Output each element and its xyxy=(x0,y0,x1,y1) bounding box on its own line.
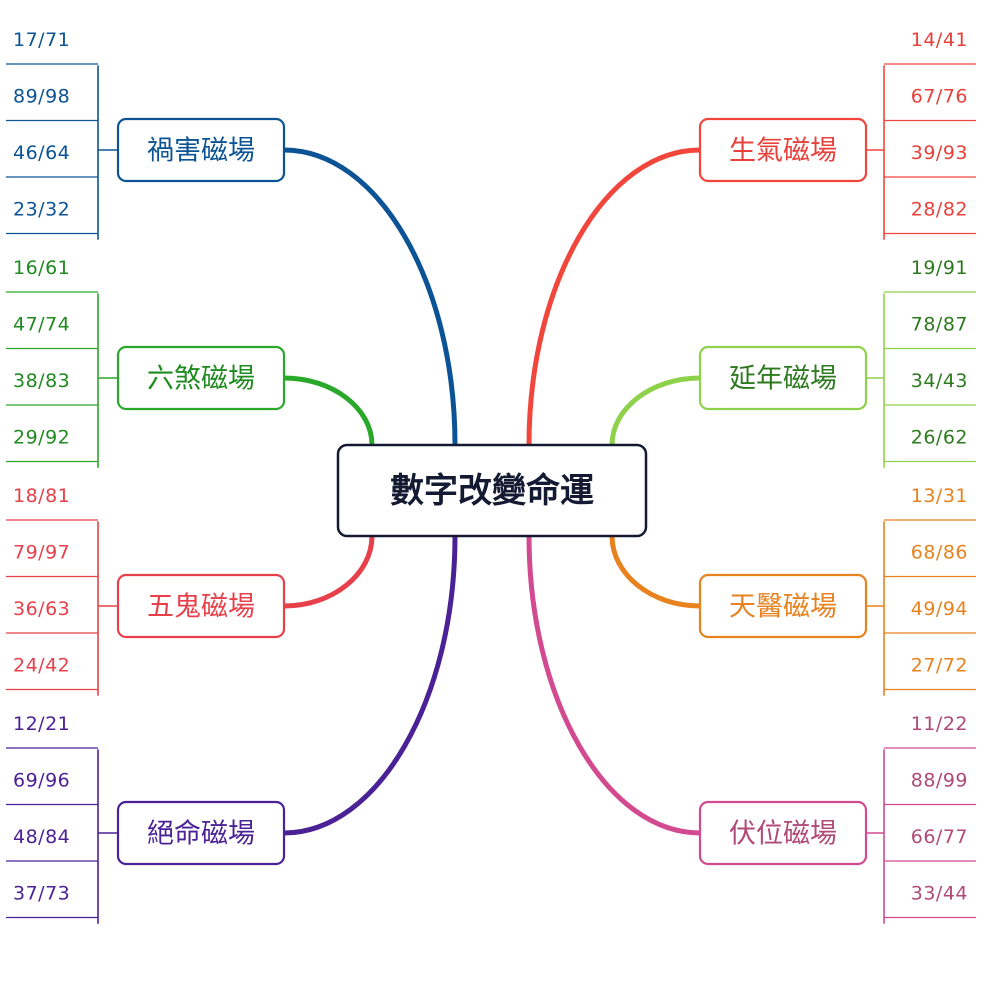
link-1 xyxy=(281,375,375,448)
number-item[interactable]: 68/86 xyxy=(911,542,968,564)
number-group: 19/91 78/87 34/43 26/62 xyxy=(866,257,976,468)
number-group: 17/71 89/98 46/64 23/32 xyxy=(6,29,118,240)
link-0 xyxy=(281,147,458,448)
number-item[interactable]: 26/62 xyxy=(911,427,968,449)
number-item[interactable]: 29/92 xyxy=(13,427,70,449)
center-node-box xyxy=(336,443,648,538)
number-item[interactable]: 67/76 xyxy=(911,86,968,108)
number-item[interactable]: 88/99 xyxy=(911,770,968,792)
number-item[interactable]: 48/84 xyxy=(13,826,70,848)
number-item[interactable]: 46/64 xyxy=(13,142,70,164)
branch-node-box xyxy=(698,345,868,411)
branch-node-box xyxy=(116,345,286,411)
branch-node-label: 絕命磁場 xyxy=(147,819,255,850)
branch-links xyxy=(281,147,703,836)
branch-node[interactable]: 六煞磁場 xyxy=(116,345,286,411)
center-node[interactable]: 數字改變命運 xyxy=(336,443,648,538)
branch-node-box xyxy=(698,117,868,183)
branch-node-label: 生氣磁場 xyxy=(729,136,837,167)
number-group: 12/21 69/96 48/84 37/73 xyxy=(6,713,118,924)
number-item[interactable]: 33/44 xyxy=(911,883,968,905)
branch-node-box xyxy=(698,800,868,866)
number-groups: 17/71 89/98 46/64 23/32 16/61 47/74 38/83 29/92… xyxy=(6,29,976,924)
number-item[interactable]: 37/73 xyxy=(13,883,70,905)
branch-node[interactable]: 延年磁場 xyxy=(698,345,868,411)
number-item[interactable]: 47/74 xyxy=(13,314,70,336)
link-4 xyxy=(526,147,703,448)
branch-node[interactable]: 伏位磁場 xyxy=(698,800,868,866)
number-item[interactable]: 39/93 xyxy=(911,142,968,164)
link-7 xyxy=(526,533,703,836)
number-item[interactable]: 14/41 xyxy=(911,29,968,51)
number-item[interactable]: 12/21 xyxy=(13,713,70,735)
branch-node-label: 延年磁場 xyxy=(729,364,837,395)
number-item[interactable]: 13/31 xyxy=(911,485,968,507)
number-group: 13/31 68/86 49/94 27/72 xyxy=(866,485,976,696)
branch-node[interactable]: 生氣磁場 xyxy=(698,117,868,183)
number-item[interactable]: 19/91 xyxy=(911,257,968,279)
number-item[interactable]: 38/83 xyxy=(13,370,70,392)
branch-node-box xyxy=(116,573,286,639)
number-item[interactable]: 66/77 xyxy=(911,826,968,848)
branch-node-box xyxy=(116,117,286,183)
link-5 xyxy=(609,375,703,448)
branch-node-label: 伏位磁場 xyxy=(729,819,837,850)
branch-node-box xyxy=(698,573,868,639)
number-item[interactable]: 24/42 xyxy=(13,655,70,677)
number-item[interactable]: 23/32 xyxy=(13,199,70,221)
link-3 xyxy=(281,533,458,836)
branch-node-label: 天醫磁場 xyxy=(729,592,837,623)
branch-node-label: 六煞磁場 xyxy=(147,364,255,395)
branch-node[interactable]: 天醫磁場 xyxy=(698,573,868,639)
number-item[interactable]: 18/81 xyxy=(13,485,70,507)
branch-node[interactable]: 禍害磁場 xyxy=(116,117,286,183)
number-item[interactable]: 36/63 xyxy=(13,598,70,620)
link-2 xyxy=(281,533,375,609)
number-item[interactable]: 89/98 xyxy=(13,86,70,108)
number-item[interactable]: 49/94 xyxy=(911,598,968,620)
branch-node[interactable]: 絕命磁場 xyxy=(116,800,286,866)
number-item[interactable]: 34/43 xyxy=(911,370,968,392)
center-node-label: 數字改變命運 xyxy=(390,471,594,511)
number-group: 16/61 47/74 38/83 29/92 xyxy=(6,257,118,468)
number-item[interactable]: 78/87 xyxy=(911,314,968,336)
number-item[interactable]: 69/96 xyxy=(13,770,70,792)
number-item[interactable]: 79/97 xyxy=(13,542,70,564)
number-item[interactable]: 17/71 xyxy=(13,29,70,51)
link-6 xyxy=(609,533,703,609)
number-group: 11/22 88/99 66/77 33/44 xyxy=(866,713,976,924)
number-item[interactable]: 28/82 xyxy=(911,199,968,221)
branch-node-label: 禍害磁場 xyxy=(147,136,255,167)
number-group: 18/81 79/97 36/63 24/42 xyxy=(6,485,118,696)
number-item[interactable]: 16/61 xyxy=(13,257,70,279)
number-item[interactable]: 27/72 xyxy=(911,655,968,677)
branch-node[interactable]: 五鬼磁場 xyxy=(116,573,286,639)
branch-node-label: 五鬼磁場 xyxy=(147,592,255,623)
branch-node-box xyxy=(116,800,286,866)
number-group: 14/41 67/76 39/93 28/82 xyxy=(866,29,976,240)
number-item[interactable]: 11/22 xyxy=(911,713,968,735)
